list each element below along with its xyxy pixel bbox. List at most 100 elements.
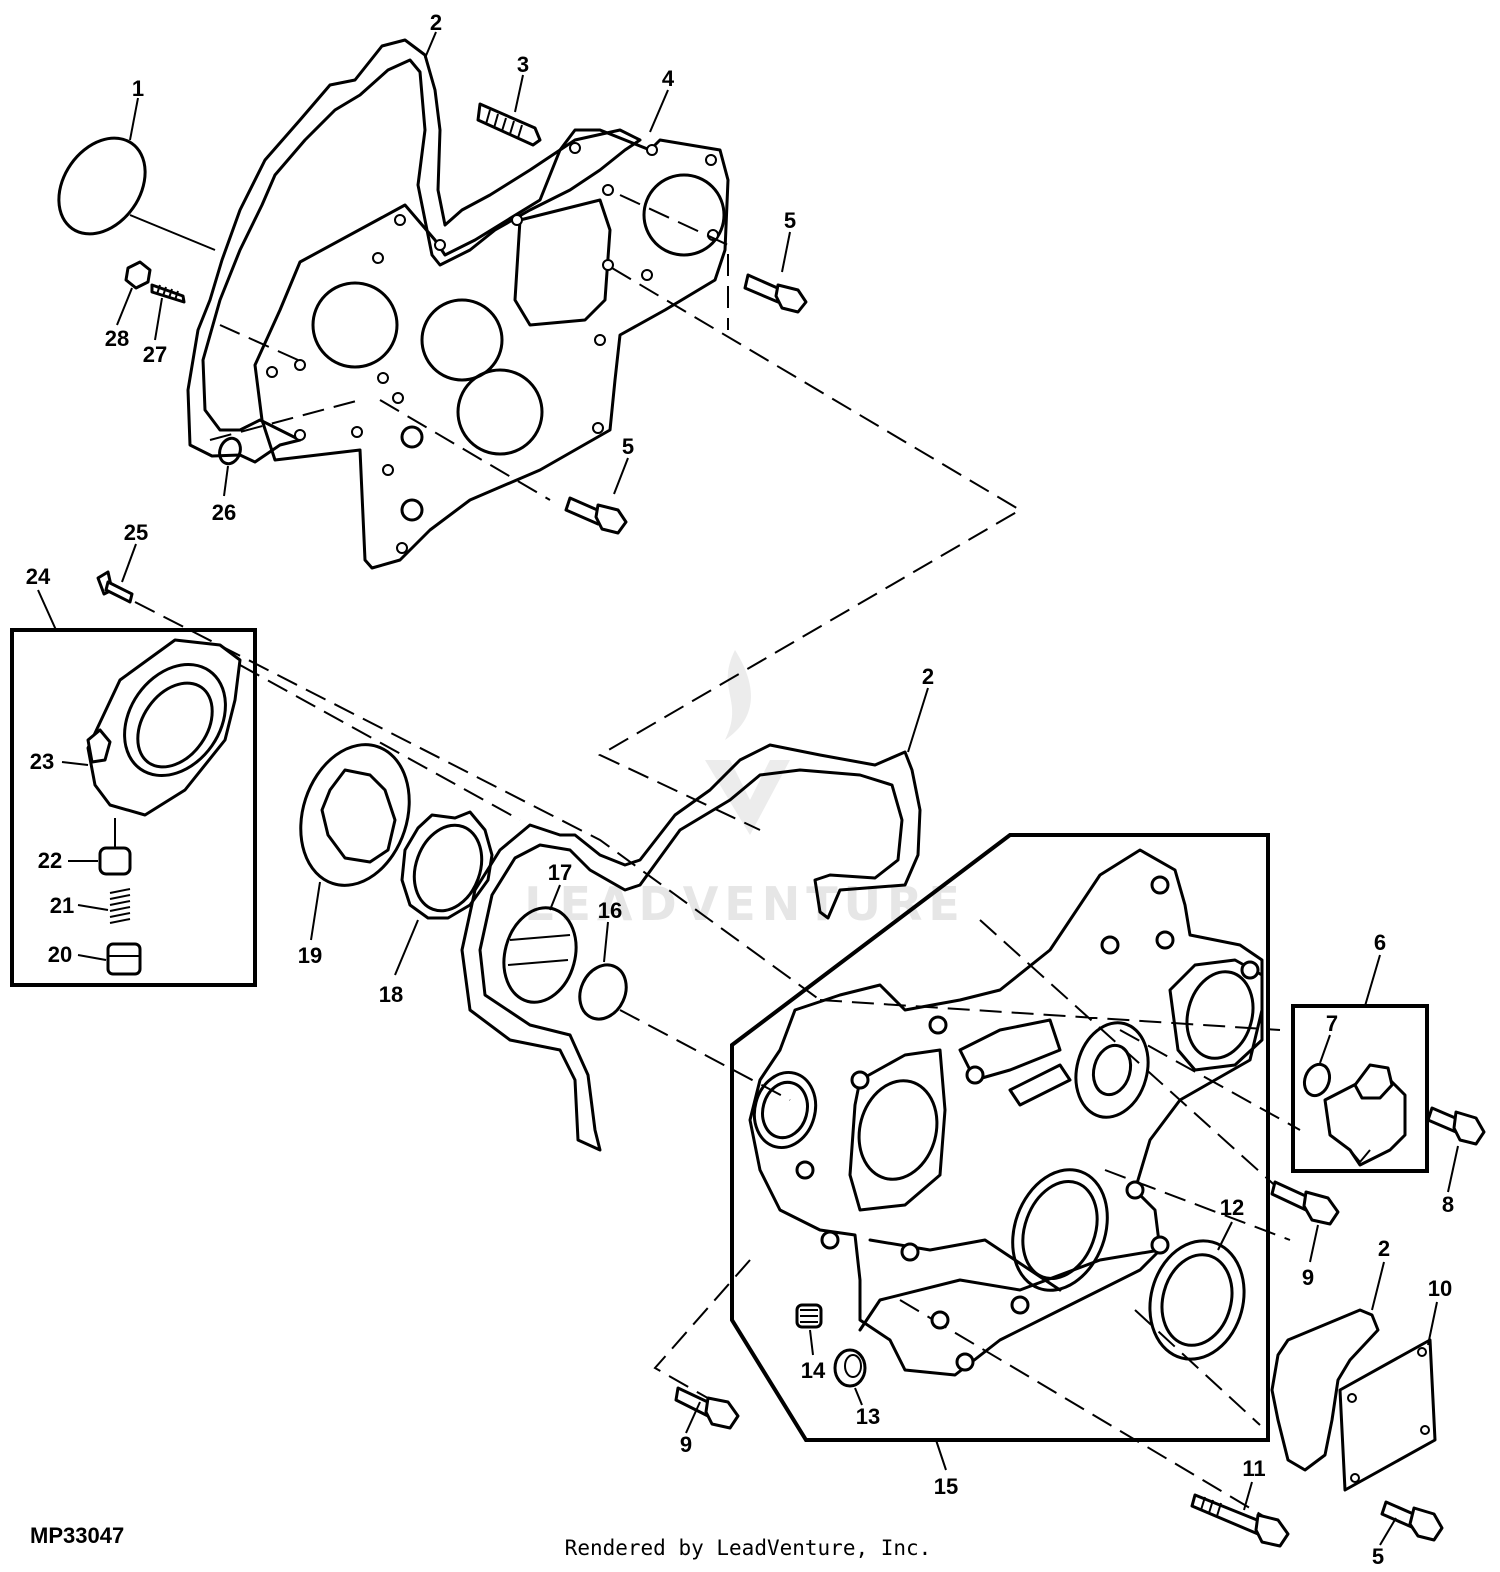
leader-13: [854, 1387, 863, 1406]
leader-20: [77, 954, 107, 961]
leader-10: [1427, 1301, 1438, 1346]
callout-labels: 1 2 3 4 5 5 28 27 26 25 24 23 22 21 20 1…: [26, 10, 1454, 1569]
assembly-lines-middle: [134, 601, 1301, 1521]
nut-part-28: [124, 260, 152, 290]
gasket-part-2-middle: [460, 743, 922, 1152]
callout-20: 20: [48, 942, 72, 967]
screw-part-25: [96, 570, 134, 604]
leader-18: [394, 919, 419, 976]
leader-15: [935, 1439, 947, 1471]
credit-text: Rendered by LeadVenture, Inc.: [565, 1536, 932, 1560]
callout-19: 19: [298, 943, 322, 968]
box-part-6: [1291, 1004, 1429, 1173]
callout-6: 6: [1374, 930, 1386, 955]
gasket-part-2-bottom: [1270, 1308, 1380, 1472]
assembly-lines-top: [209, 194, 1022, 831]
callout-21: 21: [50, 893, 74, 918]
leader-12: [1217, 1221, 1233, 1251]
leader-23: [61, 761, 89, 766]
callout-25: 25: [124, 520, 148, 545]
callout-16: 16: [598, 898, 622, 923]
callout-27: 27: [143, 342, 167, 367]
leader-5-lower: [1379, 1517, 1397, 1546]
leader-2-middle: [907, 687, 929, 753]
leader-2-bottom: [1371, 1261, 1385, 1311]
bolt-part-8: [1426, 1106, 1486, 1146]
stud-part-27: [150, 283, 186, 304]
stud-part-3: [476, 102, 542, 147]
leader-3: [514, 74, 524, 113]
leader-25: [121, 543, 137, 583]
leader-11: [1243, 1481, 1253, 1511]
leader-26: [223, 465, 229, 497]
seal-part-12: [1148, 1239, 1246, 1361]
leader-2-top: [424, 31, 437, 59]
watermark: LEADVENTURE: [524, 650, 960, 931]
pump-housing-part-23: [86, 638, 242, 817]
callout-26: 26: [212, 500, 236, 525]
box-part-15: [730, 833, 1270, 1442]
cover-plate-part-10: [1338, 1338, 1437, 1492]
callout-18: 18: [379, 982, 403, 1007]
leader-16: [603, 921, 609, 963]
leader-27: [154, 297, 163, 341]
callout-2-bottom: 2: [1378, 1236, 1390, 1261]
plug-part-14: [795, 1303, 823, 1329]
callout-8: 8: [1442, 1192, 1454, 1217]
callout-5-middle: 5: [622, 434, 634, 459]
callout-10: 10: [1428, 1276, 1452, 1301]
leader-7: [1319, 1034, 1331, 1064]
outer-rotor-part-19: [299, 743, 411, 887]
assembly-line-1: [129, 214, 216, 251]
leader-9-right: [1309, 1224, 1319, 1263]
callout-1: 1: [132, 76, 144, 101]
callout-7: 7: [1326, 1011, 1338, 1036]
callout-5-lower: 5: [1372, 1544, 1384, 1569]
callout-9-lower: 9: [680, 1432, 692, 1457]
callout-3: 3: [517, 52, 529, 77]
gasket-part-2-top: [186, 38, 642, 464]
valve-part-22: [98, 846, 132, 876]
plug-part-13: [833, 1348, 867, 1388]
callout-24: 24: [26, 564, 51, 589]
bolt-part-9-right: [1270, 1180, 1340, 1226]
callout-22: 22: [38, 848, 62, 873]
bolt-part-5-upper: [743, 273, 808, 314]
callout-2-middle: 2: [922, 664, 934, 689]
callout-15: 15: [934, 1474, 958, 1499]
callout-28: 28: [105, 326, 129, 351]
figure-id: MP33047: [30, 1523, 124, 1548]
callout-5-upper: 5: [784, 208, 796, 233]
callout-12: 12: [1220, 1195, 1244, 1220]
o-ring-part-1: [57, 136, 147, 236]
callout-13: 13: [856, 1404, 880, 1429]
spring-part-21: [109, 888, 131, 924]
callout-17: 17: [548, 860, 572, 885]
bolt-part-5-lower: [1380, 1500, 1444, 1542]
inner-rotor-part-18: [400, 810, 494, 920]
leader-14: [809, 1329, 814, 1356]
callout-9-right: 9: [1302, 1265, 1314, 1290]
leader-17: [549, 884, 561, 911]
callout-14: 14: [801, 1358, 826, 1383]
sensor-part-6: [1323, 1063, 1407, 1167]
callout-2-top: 2: [430, 10, 442, 35]
box-part-24: [10, 628, 257, 987]
bolt-part-5-middle: [564, 496, 628, 535]
o-ring-part-7: [1302, 1062, 1332, 1098]
leader-5-middle: [613, 457, 629, 495]
leader-5-upper: [781, 231, 791, 273]
leader-8: [1447, 1145, 1459, 1193]
front-plate-part-4: [253, 128, 730, 570]
front-cover-housing: [748, 848, 1264, 1377]
leader-28: [116, 287, 133, 326]
bolt-part-9-lower: [674, 1386, 740, 1430]
leader-21: [77, 904, 109, 911]
callout-11: 11: [1242, 1456, 1265, 1481]
cap-part-17: [502, 906, 578, 1004]
plug-part-20: [106, 942, 142, 976]
leader-4: [649, 89, 669, 133]
leader-24: [37, 589, 57, 631]
callout-23: 23: [30, 749, 54, 774]
